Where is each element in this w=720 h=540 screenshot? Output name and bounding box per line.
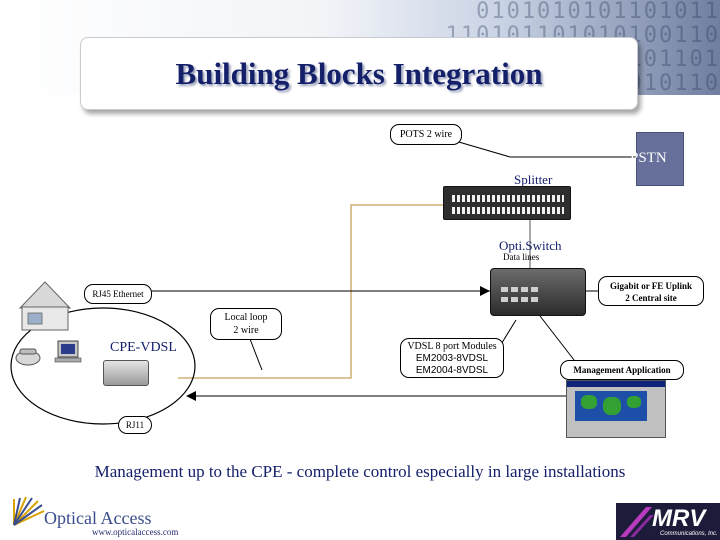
- data-lines-label: Data lines: [503, 252, 540, 262]
- optiswitch-label: Opti.Switch: [499, 238, 562, 253]
- vdsl-label-line3: EM2004-8VDSL: [415, 365, 489, 376]
- local-loop-callout: Local loop 2 wire: [210, 308, 282, 340]
- vdsl-label-line2: EM2003-8VDSL: [415, 353, 489, 364]
- vdsl-label-line1: VDSL 8 port Modules: [407, 341, 497, 352]
- rj45-label: RJ45 Ethernet: [92, 289, 144, 299]
- house-icon: [18, 281, 72, 331]
- local-loop-label-line2: 2 wire: [233, 325, 259, 336]
- company-name: Optical Access: [44, 508, 152, 528]
- customer-premises-ellipse: [10, 307, 196, 425]
- pots-pointer: [451, 139, 511, 158]
- pstn-box: [636, 132, 684, 186]
- rj45-arrow: [480, 286, 490, 296]
- vdsl-callout: VDSL 8 port Modules EM2003-8VDSL EM2004-…: [400, 338, 504, 378]
- rj11-label: RJ11: [125, 420, 145, 430]
- local-loop-label-line1: Local loop: [224, 312, 268, 323]
- pots-callout: POTS 2 wire: [390, 124, 462, 145]
- uplink-label-line1: Gigabit or FE Uplink: [609, 281, 693, 291]
- pstn-label: PSTN: [630, 150, 667, 166]
- mrv-subtitle: Communications, Inc.: [660, 531, 718, 537]
- rj45-callout: RJ45 Ethernet: [84, 284, 152, 304]
- mgmt-callout: Management Application: [560, 360, 684, 380]
- cpe-device: [103, 360, 149, 386]
- telephone-icon: [15, 348, 41, 366]
- uplink-callout: Gigabit or FE Uplink 2 Central site: [598, 276, 704, 306]
- company-url[interactable]: www.opticalaccess.com: [92, 527, 179, 537]
- uplink-label-line2: 2 Central site: [625, 293, 677, 303]
- management-window: [566, 380, 666, 438]
- local-loop-pointer: [249, 338, 263, 371]
- computer-icon: [54, 340, 82, 363]
- optical-access-logo: [10, 495, 46, 527]
- mrv-logo: [616, 503, 720, 540]
- slide-caption: Management up to the CPE - complete cont…: [94, 462, 626, 481]
- optiswitch-device: [490, 268, 586, 316]
- mgmt-label: Management Application: [573, 365, 671, 375]
- splitter-device: [443, 186, 571, 220]
- pots-label: POTS 2 wire: [399, 129, 453, 140]
- mgmt-arrow: [186, 391, 196, 401]
- mrv-name: MRV: [652, 505, 706, 532]
- slide-title: Building Blocks Integration: [175, 56, 543, 91]
- splitter-label: Splitter: [514, 172, 553, 187]
- title-box: Building Blocks Integration: [80, 37, 638, 110]
- rj11-callout: RJ11: [118, 416, 152, 434]
- cpe-vdsl-label: CPE-VDSL: [110, 340, 177, 355]
